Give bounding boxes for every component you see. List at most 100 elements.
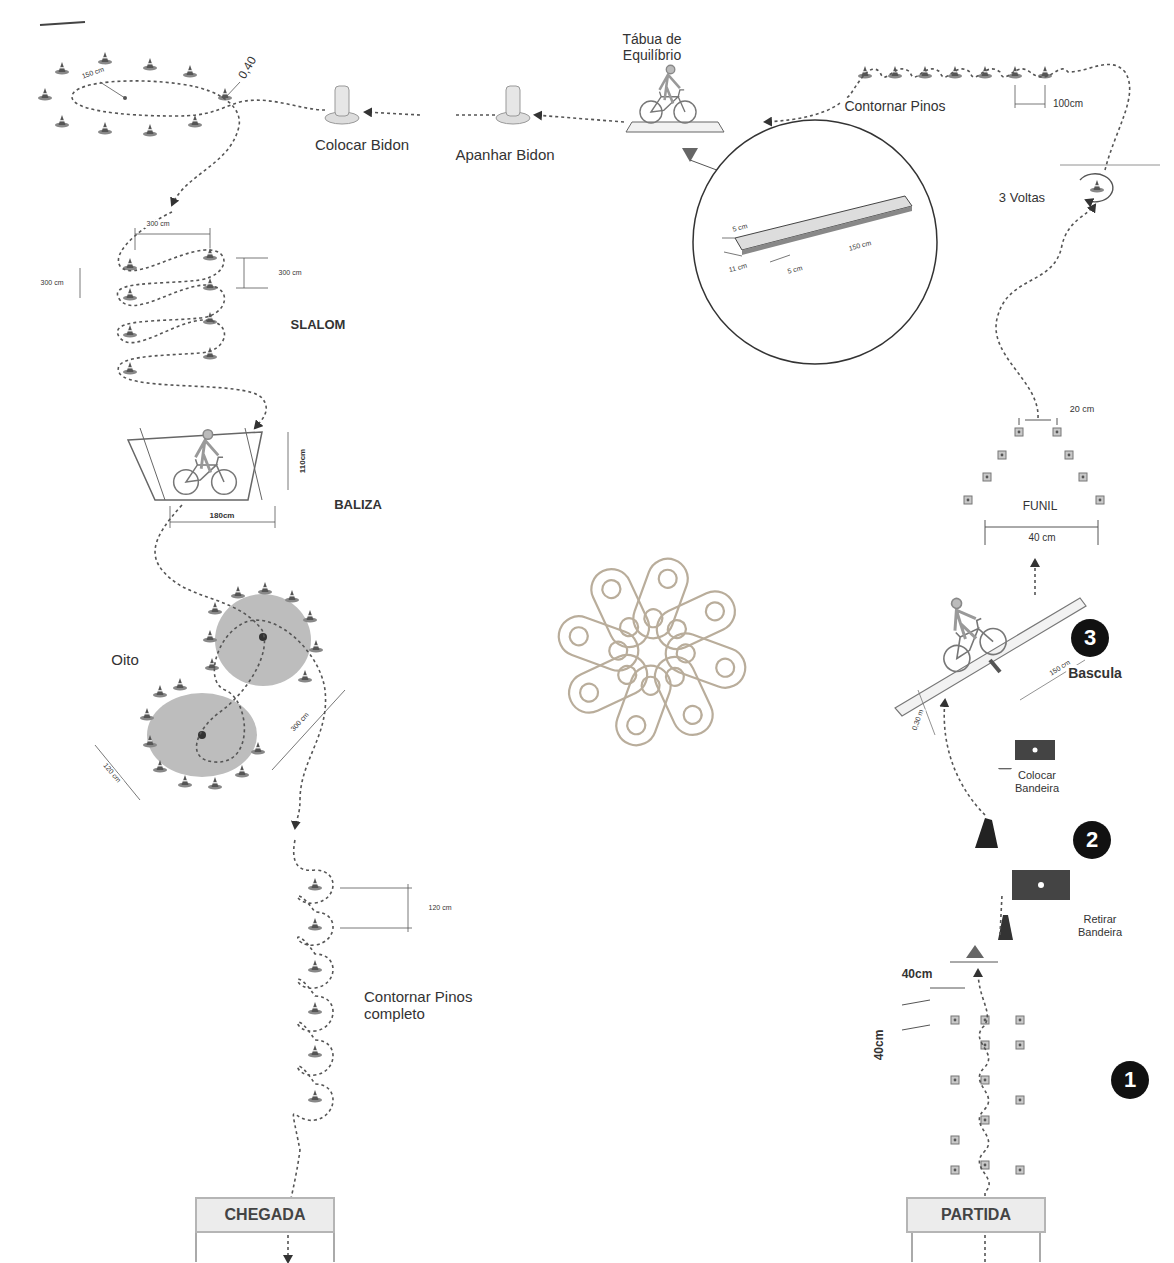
drawing-part <box>340 888 412 889</box>
drawing-part <box>1060 165 1160 166</box>
drawing-part <box>210 228 211 248</box>
drawing-part <box>140 678 265 790</box>
drawing-part <box>231 586 245 599</box>
callout-number: 1 <box>1111 1061 1149 1099</box>
drawing-part <box>1053 428 1061 436</box>
drawing-part <box>996 205 1095 418</box>
course-label: 300 cm <box>288 709 312 734</box>
drawing-part <box>983 473 991 481</box>
drawing-part <box>722 238 735 239</box>
drawing-part <box>195 1232 197 1262</box>
drawing-part <box>1033 748 1038 753</box>
gate-box <box>128 428 288 528</box>
drawing-part <box>95 745 140 800</box>
course-label: 40cm <box>873 1028 887 1063</box>
drawing-part <box>335 86 349 116</box>
drawing-part <box>1025 420 1051 421</box>
course-label: Colocar Bandeira <box>995 769 1079 794</box>
callout-number: 2 <box>1073 821 1111 859</box>
course-label: 110cm <box>298 447 307 475</box>
start-sign: PARTIDA <box>906 1197 1046 1233</box>
drawing-part <box>244 258 245 288</box>
drawing-part <box>123 325 137 338</box>
drawing-part <box>948 66 962 79</box>
course-label: 40 cm <box>1026 532 1057 544</box>
finish-sign: CHEGADA <box>195 1197 335 1233</box>
drawing-part <box>153 760 167 773</box>
drawing-part <box>308 1045 322 1058</box>
drawing-part <box>535 115 624 122</box>
drawing-part <box>236 288 268 289</box>
course-label: 0,40 <box>235 53 261 84</box>
drawing-part <box>259 633 267 641</box>
drawing-part <box>147 693 257 777</box>
sign-posts <box>196 1232 1040 1262</box>
drawing-part <box>985 520 986 545</box>
drawing-part <box>611 660 677 751</box>
course-label: Apanhar Bidon <box>453 146 557 163</box>
sign-text: PARTIDA <box>941 1206 1011 1224</box>
drawing-part <box>143 58 157 71</box>
drawing-part <box>640 65 696 123</box>
course-label: 120 cm <box>100 760 123 786</box>
course-label: 180cm <box>208 511 237 520</box>
three-laps-marker <box>1060 165 1160 202</box>
drawing-part <box>123 258 137 271</box>
course-label: 20 cm <box>1068 404 1097 414</box>
drawing-part <box>288 432 289 490</box>
drawing-part <box>140 428 165 500</box>
drawing-part <box>308 960 322 973</box>
drawing-part <box>1016 1041 1024 1049</box>
drawing-part <box>117 212 266 428</box>
drawing-part <box>724 252 742 256</box>
drawing-part <box>1019 418 1020 425</box>
callout-number: 3 <box>1071 619 1109 657</box>
drawing-part <box>80 268 81 298</box>
drawing-part <box>1057 418 1058 425</box>
drawing-part <box>858 66 872 79</box>
drawing-part <box>930 988 965 989</box>
drawing-part <box>981 1161 989 1169</box>
drawing-part <box>98 52 112 65</box>
drawing-part <box>303 610 317 623</box>
drawing-part <box>1000 895 1002 935</box>
drawing-part <box>308 1002 322 1015</box>
course-label: Bascula <box>1066 665 1124 681</box>
drawing-part <box>951 1136 959 1144</box>
drawing-part <box>1015 104 1045 105</box>
slalom-cones <box>80 228 268 375</box>
drawing-part <box>975 818 998 848</box>
course-label: Colocar Bidon <box>310 136 414 153</box>
drawing-part <box>236 258 268 259</box>
drawing-part <box>288 840 333 1215</box>
funnel-markers <box>964 418 1104 545</box>
drawing-part <box>203 582 323 683</box>
drawing-part <box>1016 1016 1024 1024</box>
drawing-part <box>140 708 154 721</box>
drawing-part <box>245 428 262 500</box>
drawing-part <box>1008 66 1022 79</box>
drawing-part <box>950 962 998 963</box>
sign-text: CHEGADA <box>225 1206 306 1224</box>
drawing-part <box>251 742 265 755</box>
drawing-part <box>143 735 157 748</box>
drawing-part <box>123 362 137 375</box>
drawing-part <box>55 115 69 128</box>
drawing-part <box>308 878 322 891</box>
course-route <box>72 64 1130 1262</box>
course-label: 120 cm <box>427 904 454 912</box>
pin-ellipse <box>38 52 240 137</box>
callout-text: 1 <box>1124 1067 1136 1093</box>
drawing-part <box>170 522 275 523</box>
drawing-part <box>1012 870 1070 900</box>
callout-text: 3 <box>1084 625 1096 651</box>
drawing-part <box>981 1116 989 1124</box>
drawing-part <box>964 496 972 504</box>
drawing-part <box>735 196 912 250</box>
drawing-part <box>178 775 192 788</box>
drawing-part <box>38 88 52 101</box>
drawing-part <box>298 670 312 683</box>
drawing-part <box>1090 180 1104 193</box>
